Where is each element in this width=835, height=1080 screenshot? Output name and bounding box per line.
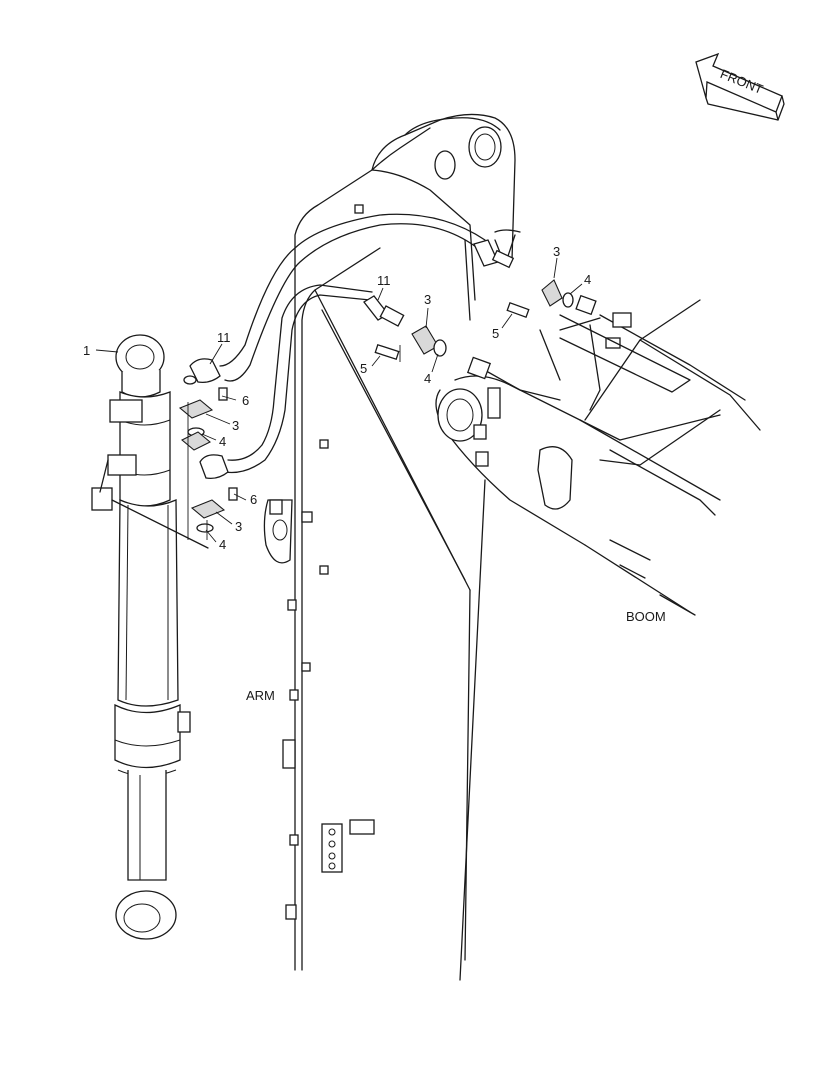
callout-bolt-left-upper: 6	[242, 393, 249, 408]
callout-hose-lower-left: 11	[217, 330, 231, 345]
callout-clamp-left-upper: 3	[232, 418, 239, 433]
callout-bolt-left-lower: 6	[250, 492, 257, 507]
callout-oring-left-lower: 4	[219, 537, 226, 552]
callout-clamp-mid: 3	[424, 292, 431, 307]
callout-labels: 1 11 6 3 4 6 3 4 11 3 5 4 3 4 5	[83, 244, 591, 552]
callout-bolt-right: 5	[492, 326, 499, 341]
callout-bolt-mid: 5	[360, 361, 367, 376]
callout-clamp-right: 3	[553, 244, 560, 259]
arm-label: ARM	[246, 688, 275, 703]
callout-oring-right: 4	[584, 272, 591, 287]
boom-label: BOOM	[626, 609, 666, 624]
callout-oring-mid: 4	[424, 371, 431, 386]
callout-hose-upper-mid: 11	[377, 273, 391, 288]
callout-oring-left-upper: 4	[219, 434, 226, 449]
arm-structure	[263, 113, 561, 981]
hydraulic-cylinder	[91, 334, 209, 940]
callout-clamp-left-lower: 3	[235, 519, 242, 534]
boom-structure	[435, 299, 761, 616]
front-direction-arrow: FRONT	[695, 52, 785, 121]
leader-lines	[95, 257, 583, 543]
hydraulic-hoses	[189, 213, 515, 480]
callout-cylinder: 1	[83, 343, 90, 358]
